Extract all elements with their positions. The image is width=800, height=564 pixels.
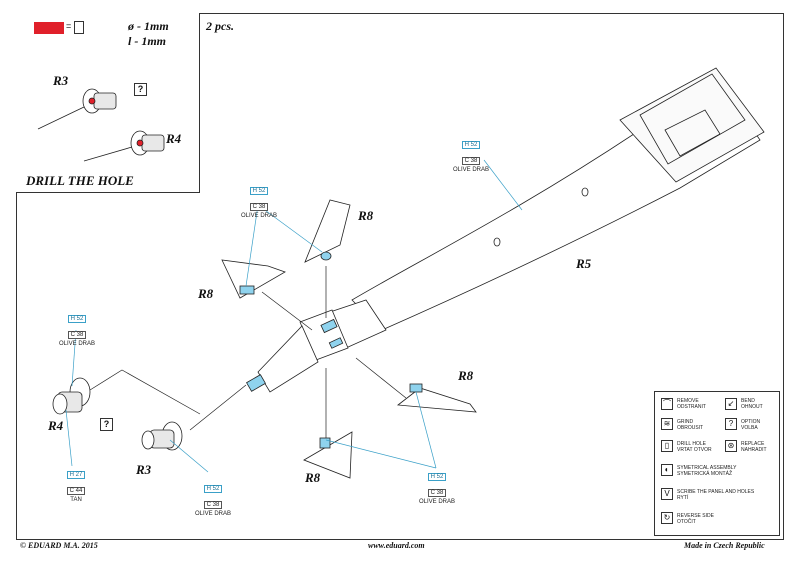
- inset-drawing: [37, 88, 165, 162]
- scribe-icon: V: [661, 488, 673, 500]
- grind-icon: ≋: [661, 418, 673, 430]
- part-label-r3-inset: R3: [53, 73, 69, 88]
- instruction-frame: [16, 13, 784, 540]
- footer-made-in: Made in Czech Republic: [684, 541, 765, 550]
- paint-leaders: [65, 159, 523, 473]
- reverse-icon: ↻: [661, 512, 673, 524]
- part-label-r5: R5: [576, 256, 592, 271]
- drill-length: l - 1mm: [128, 34, 166, 48]
- fin-r8-left: [221, 259, 286, 299]
- part-label-r4-inset: R4: [166, 131, 182, 146]
- bend-icon: ↙: [725, 398, 737, 410]
- paint-code-h: H 52: [427, 473, 447, 481]
- paint-code-c: C 38: [249, 203, 269, 211]
- paint-callout-r3: H 52 C 38 OLIVE DRAB: [188, 478, 238, 517]
- drill-icon: ▯: [661, 440, 673, 452]
- paint-callout-r5: H 52 C 38 OLIVE DRAB: [446, 134, 496, 173]
- equals-sign: =: [66, 21, 72, 31]
- part-r4: [52, 377, 91, 415]
- paint-name: TAN: [70, 497, 82, 503]
- fin-r8-top: [304, 199, 351, 263]
- fin-r8-right: [396, 383, 477, 413]
- paint-code-h: H 27: [66, 471, 86, 479]
- paint-code-c: C 38: [427, 489, 447, 497]
- part-label-r8-left: R8: [198, 286, 214, 301]
- drill-icon: [74, 21, 84, 34]
- part-label-r3: R3: [136, 462, 152, 477]
- part-r3: [141, 421, 183, 451]
- paint-code-c: C 38: [203, 501, 223, 509]
- paint-callout-r4-olive: H 52 C 38 OLIVE DRAB: [52, 308, 102, 347]
- r5-bomb-body: [351, 67, 765, 331]
- drill-diameter: ø - 1mm: [128, 19, 169, 33]
- symmetrical-icon: ◐: [661, 464, 673, 476]
- red-color-swatch: [34, 22, 64, 34]
- assembly-lines: [89, 266, 407, 438]
- part-label-r8-bottom: R8: [305, 470, 321, 485]
- paint-code-h: H 52: [67, 315, 87, 323]
- paint-name: OLIVE DRAB: [194, 511, 231, 517]
- tail-cone: [246, 299, 387, 393]
- paint-code-h: H 52: [249, 187, 269, 195]
- quantity-label: 2 pcs.: [206, 19, 234, 33]
- part-label-r4: R4: [48, 418, 64, 433]
- footer-website: www.eduard.com: [368, 541, 425, 550]
- paint-callout-r8-lower: H 52 C 38 OLIVE DRAB: [412, 466, 462, 505]
- paint-code-h: H 52: [461, 141, 481, 149]
- paint-callout-r4-tan: H 27 C 44 TAN: [56, 464, 96, 503]
- paint-name: OLIVE DRAB: [418, 499, 455, 505]
- paint-code-c: C 38: [461, 157, 481, 165]
- replace-icon: ⊛: [725, 440, 737, 452]
- paint-code-h: H 52: [203, 485, 223, 493]
- paint-name: OLIVE DRAB: [452, 167, 489, 173]
- footer-copyright: © EDUARD M.A. 2015: [20, 541, 98, 550]
- remove-icon: ⌒: [661, 398, 673, 410]
- paint-code-c: C 38: [67, 331, 87, 339]
- part-label-r8-right: R8: [458, 368, 474, 383]
- paint-name: OLIVE DRAB: [240, 213, 277, 219]
- drill-inset: = ø - 1mm l - 1mm R3 R4 ? DRILL THE HOLE: [16, 13, 200, 193]
- option-mark-inset: ?: [134, 83, 147, 96]
- option-icon: ?: [725, 418, 737, 430]
- option-mark: ?: [100, 418, 113, 431]
- paint-name: OLIVE DRAB: [58, 341, 95, 347]
- part-label-r8-top: R8: [358, 208, 374, 223]
- drill-title: DRILL THE HOLE: [26, 173, 134, 188]
- paint-code-c: C 44: [66, 487, 86, 495]
- paint-callout-r8-upper: H 52 C 38 OLIVE DRAB: [234, 180, 284, 219]
